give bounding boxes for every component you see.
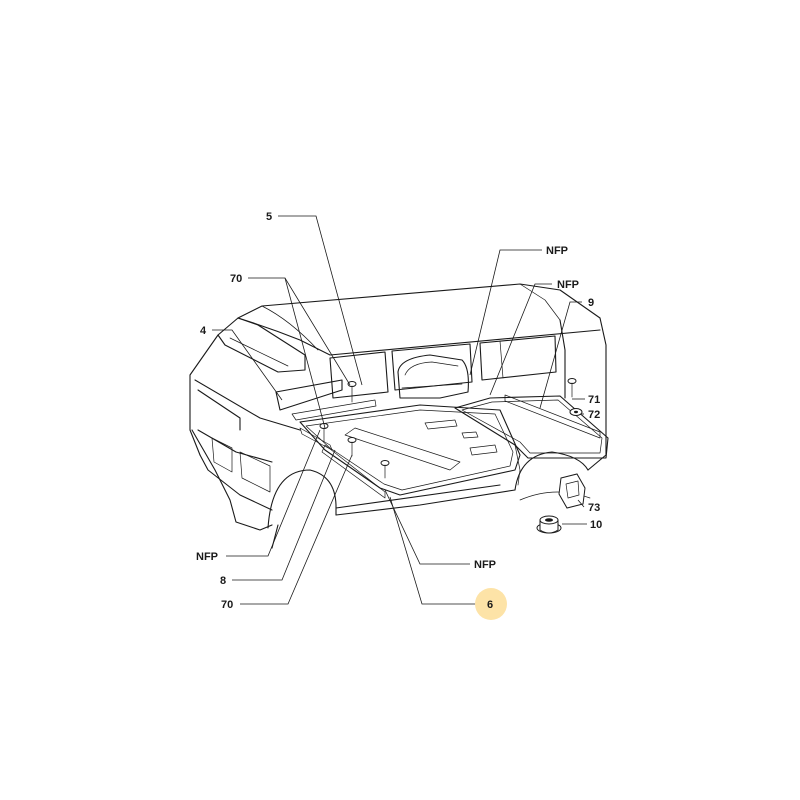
highlight-marker	[475, 588, 507, 620]
callout-70-bottom: 70	[221, 599, 233, 611]
callout-72: 72	[588, 409, 600, 421]
rubber-bush-10-icon	[536, 515, 562, 534]
screw-icon	[347, 437, 357, 457]
callout-10: 10	[590, 519, 602, 531]
callout-nfp-left: NFP	[196, 551, 218, 563]
front-floor-panel	[299, 404, 521, 496]
callout-labels: 5 NFP NFP 9 70 4 71 72 73 10 NFP 8 NFP 7…	[196, 211, 602, 611]
spare-wheel-cover	[397, 354, 469, 399]
callout-nfp-top: NFP	[546, 245, 568, 257]
callout-8: 8	[220, 575, 226, 587]
callout-70-top: 70	[230, 273, 242, 285]
side-trim-strip	[275, 379, 601, 499]
callout-73: 73	[588, 502, 600, 514]
callout-nfp-bottom: NFP	[474, 559, 496, 571]
screw-icon	[319, 423, 329, 443]
floor-screws	[319, 381, 390, 479]
callout-9: 9	[588, 297, 594, 309]
screw-icon	[347, 381, 357, 403]
callout-4: 4	[200, 325, 207, 337]
callout-6: 6	[487, 599, 493, 611]
screw-icon	[380, 460, 390, 479]
leader-lines	[212, 215, 587, 605]
callout-71: 71	[588, 394, 600, 406]
callout-5: 5	[266, 211, 272, 223]
callout-nfp-mid: NFP	[557, 279, 579, 291]
screw-71-icon	[567, 378, 577, 398]
clip-nut-73-icon	[558, 473, 586, 509]
rear-floor-panel	[454, 395, 609, 486]
washer-72-icon	[569, 408, 583, 416]
